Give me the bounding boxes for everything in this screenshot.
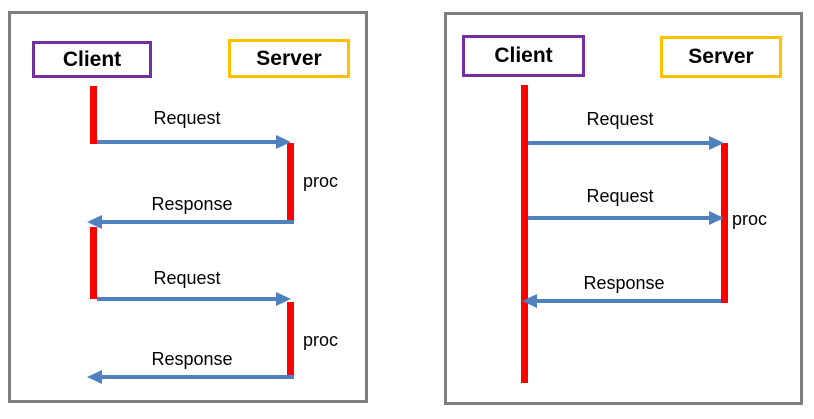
message-label: Request <box>153 108 221 128</box>
message-label: Request <box>586 186 654 206</box>
actor-box-client: Client <box>32 41 152 78</box>
arrow-shaft <box>528 216 712 220</box>
message-arrow-request <box>97 135 291 149</box>
actor-label-client: Client <box>494 44 553 67</box>
arrow-shaft <box>99 220 294 224</box>
actor-label-server: Server <box>256 46 322 70</box>
arrowhead-left-icon <box>87 215 102 229</box>
arrowhead-right-icon <box>709 136 724 150</box>
message-label: Request <box>153 268 221 288</box>
arrow-shaft <box>534 299 721 303</box>
message-label: Response <box>151 194 233 214</box>
arrowhead-right-icon <box>276 135 291 149</box>
message-label: Response <box>151 349 233 369</box>
proc-label: proc <box>303 330 339 350</box>
proc-label: proc <box>732 209 768 229</box>
message-arrow-request <box>97 292 291 306</box>
arrowhead-left-icon <box>522 294 537 308</box>
message-arrow-request <box>528 211 724 225</box>
arrowhead-right-icon <box>276 292 291 306</box>
arrow-shaft <box>99 375 294 379</box>
proc-label: proc <box>303 171 339 191</box>
actor-box-client: Client <box>462 35 585 77</box>
message-label: Response <box>583 273 665 293</box>
actor-label-client: Client <box>62 47 122 71</box>
actor-box-server: Server <box>660 36 782 78</box>
arrow-shaft <box>97 297 279 301</box>
message-arrow-response <box>522 294 721 308</box>
arrow-shaft <box>97 140 279 144</box>
client-activation-bar <box>90 86 97 144</box>
sequence-diagram-serial: Client Server Request proc Response Requ… <box>8 11 368 403</box>
message-label: Request <box>586 109 654 129</box>
arrowhead-right-icon <box>709 211 724 225</box>
message-arrow-request <box>528 136 724 150</box>
server-activation-bar <box>721 143 728 303</box>
sequence-diagram-pipelined: Client Server Request Request proc Respo… <box>444 12 803 405</box>
arrowhead-left-icon <box>87 370 102 384</box>
arrow-shaft <box>528 141 712 145</box>
server-activation-bar <box>287 302 294 377</box>
client-activation-bar <box>521 85 528 383</box>
client-activation-bar <box>90 227 97 299</box>
message-arrow-response <box>87 370 294 384</box>
server-activation-bar <box>287 143 294 221</box>
actor-box-server: Server <box>228 39 350 78</box>
actor-label-server: Server <box>688 45 754 68</box>
message-arrow-response <box>87 215 294 229</box>
